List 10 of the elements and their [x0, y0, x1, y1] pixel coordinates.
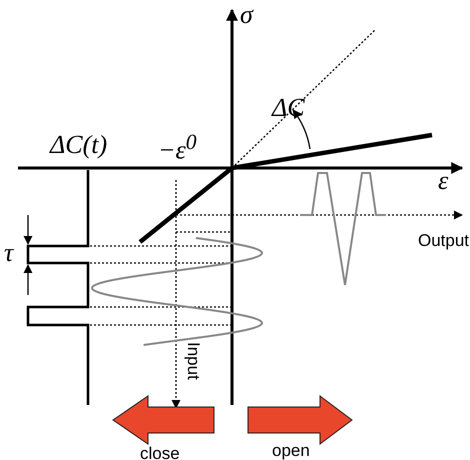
close-label: close [140, 445, 180, 460]
strain-offset-label: −ε$^{0}$ [158, 132, 197, 164]
angle-label: ΔC [272, 95, 305, 121]
input-label: Input [185, 342, 202, 380]
pulse-signal-label: ΔC(t) [50, 132, 108, 158]
pulse-width-label: τ [4, 240, 14, 266]
strain-axis-label: ε [438, 168, 448, 194]
open-label: open [272, 442, 310, 459]
output-label: Output [418, 232, 470, 249]
stress-axis-label: σ [240, 2, 253, 28]
